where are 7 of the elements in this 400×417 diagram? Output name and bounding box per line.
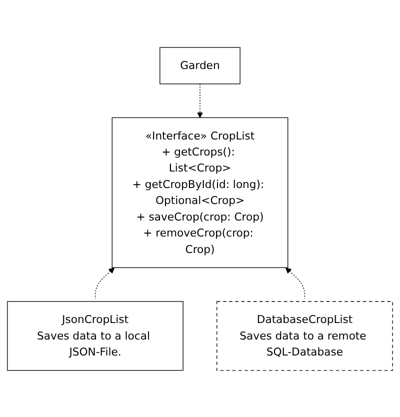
node-box: JsonCropList Saves data to a local JSON-File. xyxy=(7,300,184,370)
node-box: Garden xyxy=(160,46,240,84)
arrow xyxy=(197,83,203,118)
arrow xyxy=(285,267,306,299)
node-box: DatabaseCropList Saves data to a remote SQL-Database xyxy=(216,300,393,370)
arrow xyxy=(94,267,115,299)
node-box: «Interface» CropList + getCrops(): List<Crop> + getCropById(id: long): Optional<Crop> + saveCrop(crop: Crop) + removeCrop(crop: Crop) xyxy=(112,116,288,268)
